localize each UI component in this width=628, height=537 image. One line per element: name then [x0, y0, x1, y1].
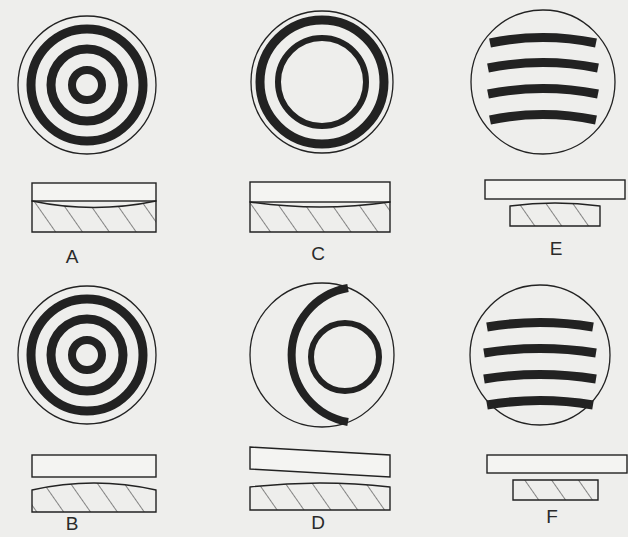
- flat-and-work-c: [250, 182, 390, 232]
- fringe-view-f: [470, 285, 610, 425]
- fringe-view-a: [18, 16, 156, 154]
- figure-letter: D: [311, 513, 325, 532]
- figure-letter: E: [550, 239, 563, 258]
- fringe-view-c: [251, 11, 393, 153]
- flat-and-work-b: [32, 455, 156, 512]
- fringe-view-d: [250, 283, 394, 427]
- figure-letter: F: [546, 507, 558, 526]
- figure-letter: B: [66, 514, 79, 533]
- figure-letter: C: [311, 244, 325, 263]
- fringe-view-e: [471, 10, 615, 154]
- fringe-view-b: [18, 286, 156, 424]
- flat-and-work-f: [487, 455, 627, 500]
- flat-and-work-a: [32, 183, 156, 232]
- flat-and-work-d: [250, 447, 390, 510]
- flat-and-work-e: [485, 180, 625, 226]
- figure-letter: A: [66, 247, 79, 266]
